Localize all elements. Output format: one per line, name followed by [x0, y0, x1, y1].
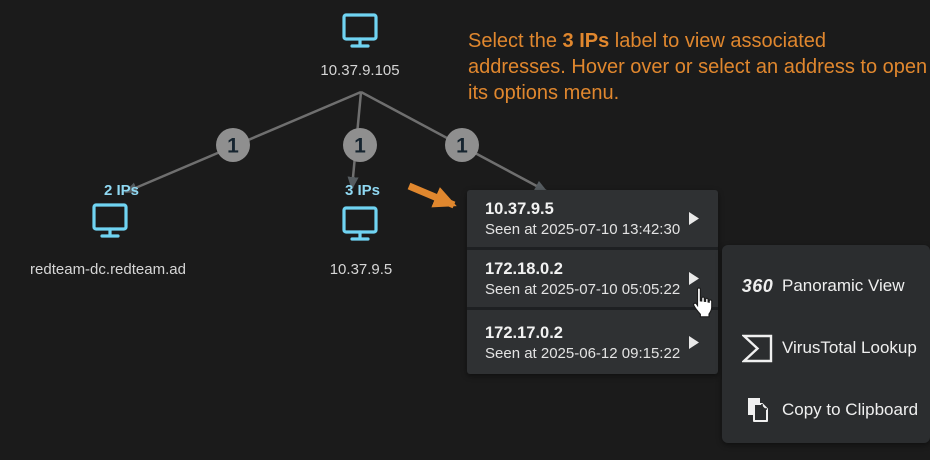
host-node-icon[interactable]: [340, 12, 380, 50]
address-seen-at: Seen at 2025-07-10 13:42:30: [485, 221, 681, 238]
address-text: 10.37.9.5 Seen at 2025-07-10 13:42:30: [485, 199, 680, 239]
edge-count-badge: 1: [343, 128, 377, 162]
360-icon: 360: [741, 275, 774, 296]
menu-item-label: Copy to Clipboard: [782, 400, 919, 419]
address-ip: 172.17.0.2: [485, 323, 563, 342]
menu-item-label: VirusTotal Lookup: [782, 338, 917, 357]
node-label-10-37-9-5: 10.37.9.5: [329, 261, 393, 278]
svg-text:1: 1: [227, 135, 239, 158]
node-label-redteam-dc: redteam-dc.redteam.ad: [30, 261, 186, 278]
monitor-icon: [342, 206, 378, 241]
address-text: 172.17.0.2 Seen at 2025-06-12 09:15:22: [485, 323, 680, 363]
chevron-right-icon[interactable]: [681, 268, 708, 290]
svg-text:1: 1: [354, 135, 366, 158]
copy-icon: [735, 396, 780, 424]
chevron-right-icon[interactable]: [681, 208, 708, 230]
instruction-bold-3ips: 3 IPs: [562, 30, 610, 52]
monitor-icon: [92, 203, 128, 238]
monitor-icon: [342, 13, 378, 48]
address-text: 172.18.0.2 Seen at 2025-07-10 05:05:22: [485, 259, 680, 299]
associated-addresses-menu: 10.37.9.5 Seen at 2025-07-10 13:42:30 17…: [467, 190, 718, 374]
menu-item-panoramic-view[interactable]: 360 Panoramic View: [722, 255, 930, 317]
address-ip: 172.18.0.2: [485, 260, 563, 278]
address-item-172-17-0-2[interactable]: 172.17.0.2 Seen at 2025-06-12 09:15:22: [467, 310, 718, 374]
ips-count-label-3ips[interactable]: 3 IPs: [345, 182, 381, 199]
host-node-icon[interactable]: [90, 202, 130, 240]
instruction-after: label to view associated addresses. Hove…: [468, 30, 928, 104]
address-item-172-18-0-2[interactable]: 172.18.0.2 Seen at 2025-07-10 05:05:22: [467, 250, 718, 310]
edge-count-badge: 1: [445, 128, 479, 162]
host-node-icon[interactable]: [340, 205, 380, 243]
menu-item-virustotal-lookup[interactable]: VirusTotal Lookup: [722, 317, 930, 379]
instruction-text: Select the 3 IPs label to view associate…: [468, 28, 928, 106]
ips-count-label-2ips[interactable]: 2 IPs: [104, 182, 140, 199]
address-item-10-37-9-5[interactable]: 10.37.9.5 Seen at 2025-07-10 13:42:30: [467, 190, 718, 250]
address-ip: 10.37.9.5: [485, 200, 554, 218]
address-seen-at: Seen at 2025-07-10 05:05:22: [485, 281, 681, 298]
virustotal-icon: [735, 334, 780, 363]
address-seen-at: Seen at 2025-06-12 09:15:22: [485, 344, 681, 362]
menu-item-copy-to-clipboard[interactable]: Copy to Clipboard: [722, 379, 930, 441]
address-options-menu: 360 Panoramic View VirusTotal Lookup Cop…: [722, 245, 930, 443]
chevron-right-icon[interactable]: [681, 332, 708, 354]
root-node-label: 10.37.9.105: [320, 62, 400, 79]
menu-item-label: Panoramic View: [782, 276, 905, 295]
svg-text:1: 1: [456, 135, 468, 158]
edge-count-badge: 1: [216, 128, 250, 162]
instruction-before: Select the: [468, 30, 563, 52]
